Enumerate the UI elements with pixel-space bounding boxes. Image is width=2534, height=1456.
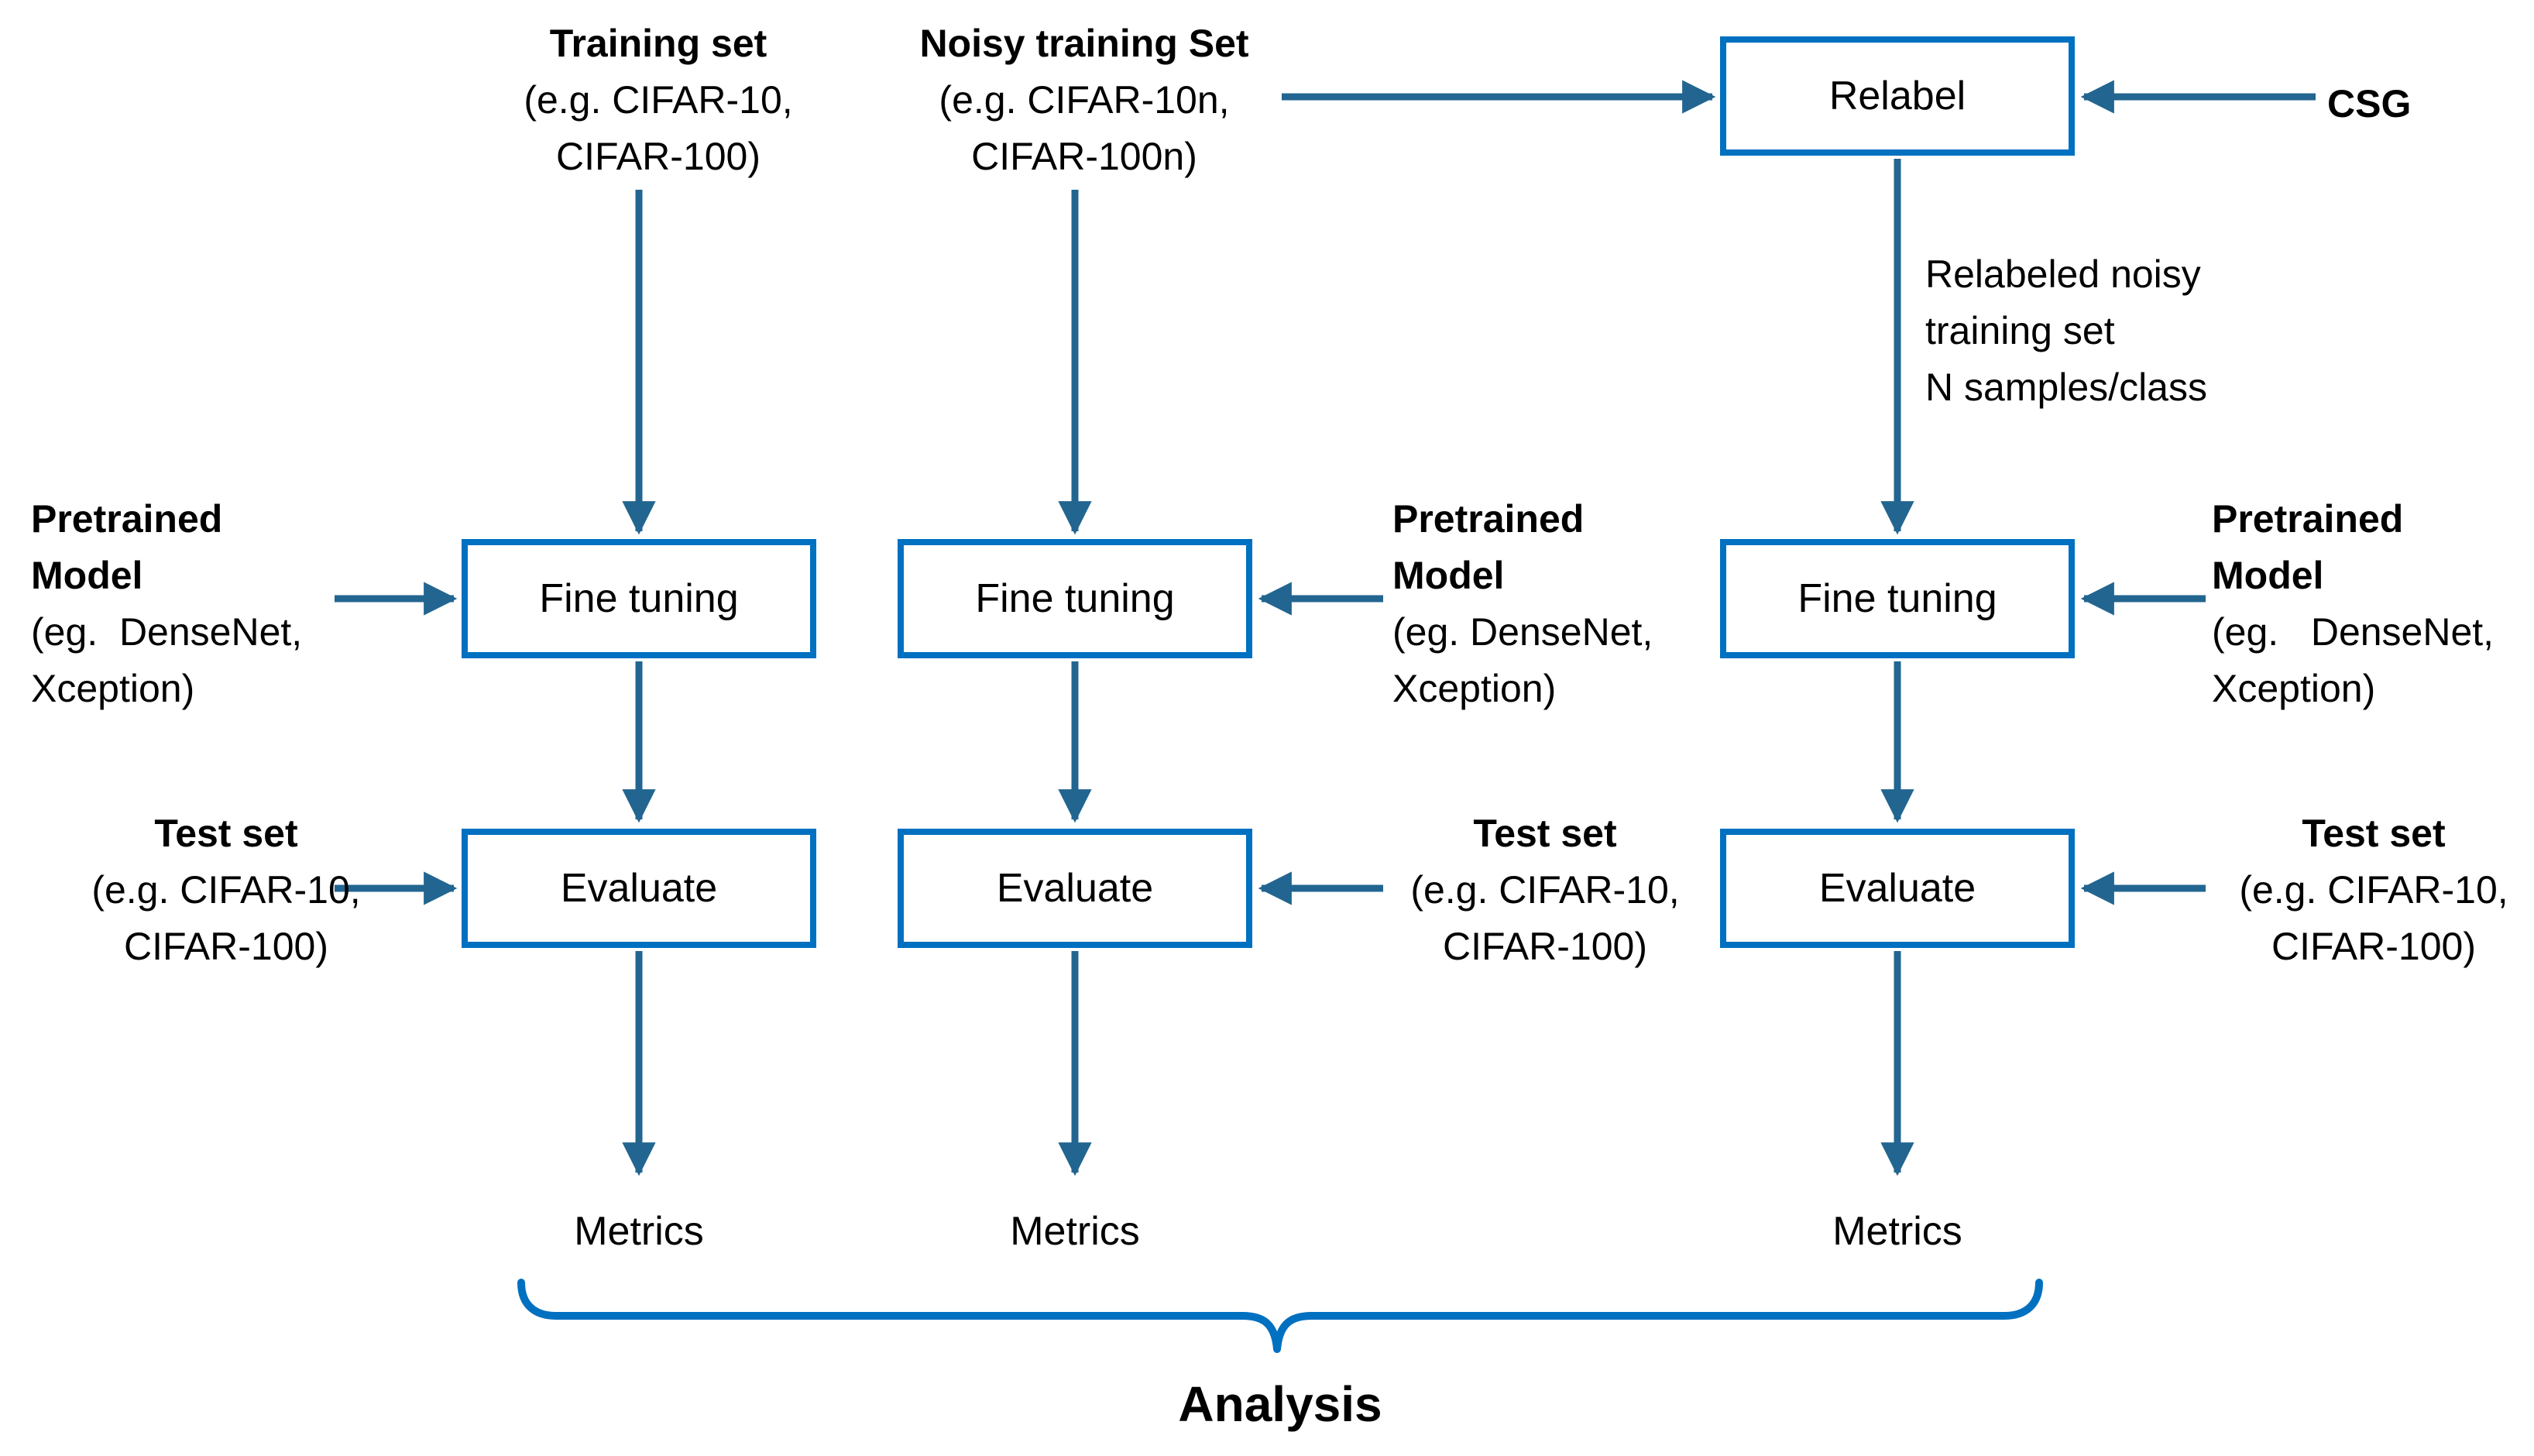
fine-tuning-box-2: Fine tuning [898,539,1252,658]
analysis-brace [517,1279,2043,1353]
pretrained-model-label-2: Pretrained Model (eg. DenseNet, Xception… [1392,491,1653,717]
pretrained-line3: (eg. DenseNet, [31,610,303,654]
pretrained-line3: (eg. DenseNet, [2212,610,2495,654]
test-set-example-line1: (e.g. CIFAR-10, [91,868,361,912]
training-set-title: Training set [549,22,767,65]
evaluate-box-3: Evaluate [1720,829,2075,948]
pretrained-line2: Model [2212,554,2324,597]
test-set-example-line2: CIFAR-100) [1443,925,1647,968]
relabeled-note-line1: Relabeled noisy [1925,252,2201,296]
pretrained-line1: Pretrained [2212,497,2404,541]
pretrained-line2: Model [31,554,143,597]
noisy-training-set-example-line2: CIFAR-100n) [971,135,1197,178]
evaluate-label: Evaluate [996,866,1154,911]
training-set-example-line1: (e.g. CIFAR-10, [524,78,793,122]
relabeled-note-line3: N samples/class [1925,366,2207,409]
test-set-example-line2: CIFAR-100) [124,925,328,968]
fine-tuning-label: Fine tuning [539,576,739,621]
test-set-example-line1: (e.g. CIFAR-10, [2239,868,2508,912]
test-set-example-line2: CIFAR-100) [2271,925,2476,968]
noisy-training-set-example-line1: (e.g. CIFAR-10n, [939,78,1230,122]
noisy-training-set-header: Noisy training Set (e.g. CIFAR-10n, CIFA… [852,15,1317,185]
relabeled-note-line2: training set [1925,309,2115,352]
test-set-title: Test set [1473,812,1617,855]
evaluate-box-2: Evaluate [898,829,1252,948]
relabel-box-label: Relabel [1828,74,1966,118]
metrics-label-1: Metrics [574,1209,704,1254]
csg-label: CSG [2327,82,2412,125]
fine-tuning-label: Fine tuning [1797,576,1997,621]
evaluate-box-1: Evaluate [462,829,816,948]
relabel-box: Relabel [1720,36,2075,156]
metrics-label-2: Metrics [1010,1209,1140,1254]
pretrained-line2: Model [1392,554,1505,597]
fine-tuning-label: Fine tuning [975,576,1175,621]
analysis-label: Analysis [1178,1376,1382,1432]
metrics-label-3: Metrics [1832,1209,1962,1254]
fine-tuning-box-3: Fine tuning [1720,539,2075,658]
test-set-label-3: Test set (e.g. CIFAR-10, CIFAR-100) [2157,805,2534,975]
pretrained-line4: Xception) [2212,667,2376,710]
training-set-example-line2: CIFAR-100) [556,135,761,178]
test-set-label-2: Test set (e.g. CIFAR-10, CIFAR-100) [1328,805,1762,975]
fine-tuning-box-1: Fine tuning [462,539,816,658]
evaluate-label: Evaluate [1818,866,1976,911]
test-set-label-1: Test set (e.g. CIFAR-10, CIFAR-100) [9,805,443,975]
test-set-title: Test set [2302,812,2446,855]
pretrained-line3: (eg. DenseNet, [1392,610,1653,654]
pretrained-model-label-3: Pretrained Model (eg. DenseNet, Xception… [2212,491,2494,717]
evaluate-label: Evaluate [560,866,718,911]
test-set-example-line1: (e.g. CIFAR-10, [1410,868,1680,912]
pretrained-line4: Xception) [1392,667,1557,710]
pretrained-line1: Pretrained [31,497,223,541]
relabeled-note: Relabeled noisy training set N samples/c… [1925,246,2207,416]
pretrained-line4: Xception) [31,667,195,710]
training-set-header: Training set (e.g. CIFAR-10, CIFAR-100) [426,15,891,185]
test-set-title: Test set [154,812,298,855]
noisy-training-set-title: Noisy training Set [919,22,1249,65]
pretrained-line1: Pretrained [1392,497,1585,541]
pretrained-model-label-1: Pretrained Model (eg. DenseNet, Xception… [31,491,302,717]
